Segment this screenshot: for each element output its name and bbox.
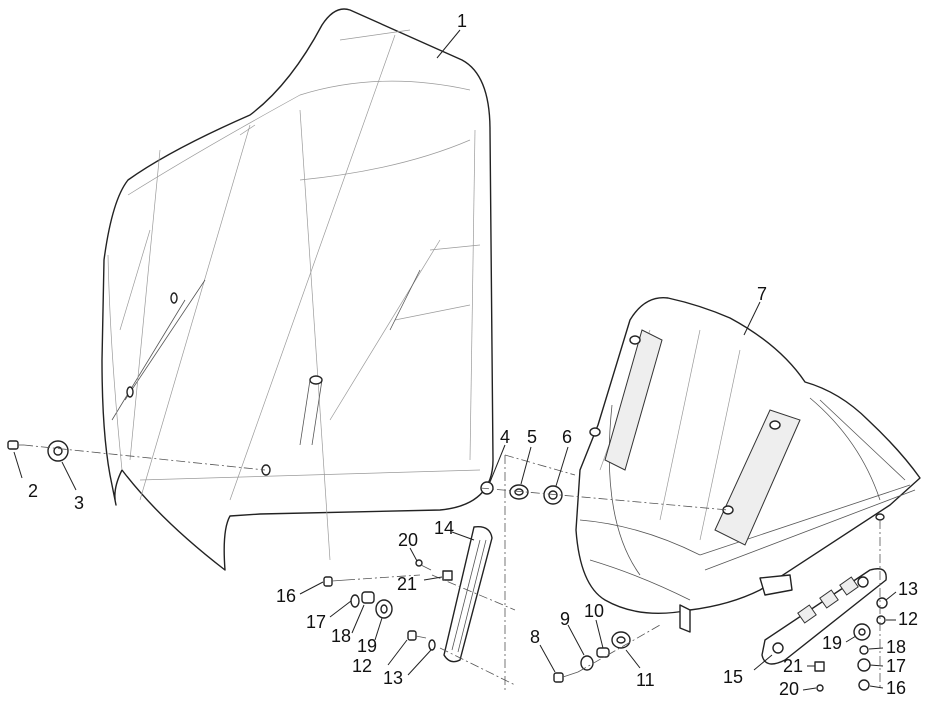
callout-21-right: 21 [783,656,803,676]
callout-7: 7 [757,284,767,304]
callout-16-right: 16 [886,678,906,698]
callout-20-left: 20 [398,530,418,550]
callout-18-left: 18 [331,626,351,646]
callout-16-left: 16 [276,586,296,606]
callout-13-right: 13 [898,579,918,599]
windshield-part [101,8,494,571]
callout-11: 11 [636,670,655,690]
callout-9: 9 [560,609,570,629]
bracket-left-part [443,526,493,663]
callout-10: 10 [584,601,604,621]
callout-17-left: 17 [306,612,326,632]
callout-19-right: 19 [822,633,842,653]
callout-18-right: 18 [886,637,906,657]
callout-21-left: 21 [397,574,417,594]
callout-12-right: 12 [898,609,918,629]
callout-6: 6 [562,427,572,447]
callout-4: 4 [500,427,510,447]
callout-labels: 1 2 3 4 5 6 7 8 9 10 11 12 13 14 15 16 1… [28,11,918,699]
leader-lines [13,29,897,691]
callout-15: 15 [723,667,743,687]
callout-20-right: 20 [779,679,799,699]
windshield-support-part [575,296,921,633]
callout-8: 8 [530,627,540,647]
assembly-lines [23,444,881,690]
callout-19-left: 19 [357,636,377,656]
callout-1: 1 [457,11,467,31]
hardware-parts [7,440,888,692]
callout-2: 2 [28,481,38,501]
callout-5: 5 [527,427,537,447]
bracket-right-part [761,568,887,665]
callout-14: 14 [434,518,454,538]
callout-13-left: 13 [383,668,403,688]
callout-17-right: 17 [886,656,906,676]
callout-12-left: 12 [352,656,372,676]
callout-3: 3 [74,493,84,513]
